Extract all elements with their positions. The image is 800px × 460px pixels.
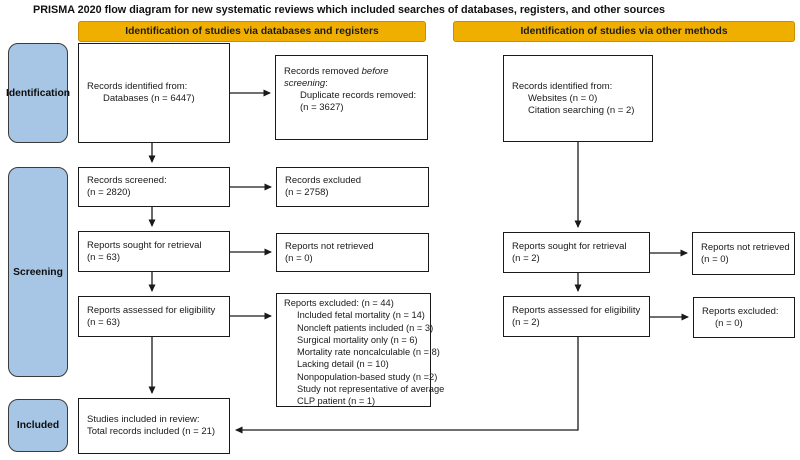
- box-line: Reports not retrieved: [285, 240, 374, 252]
- box-line: Studies included in review:: [87, 414, 200, 425]
- box-line: Websites (n = 0): [528, 92, 598, 104]
- box-line: Surgical mortality only (n = 6): [297, 334, 418, 345]
- box-line: Citation searching (n = 2): [528, 104, 635, 116]
- box-reports-not-retrieved-databases: Reports not retrieved (n = 0): [276, 233, 429, 272]
- records-removed-italic: before screening: [284, 66, 389, 89]
- box-line: Study not representative of average: [297, 384, 445, 395]
- box-line: (n = 2): [512, 252, 540, 264]
- box-line: Total records included (n = 21): [87, 426, 216, 437]
- box-line: Records removed before screening:: [284, 66, 423, 90]
- box-records-removed-before-screening: Records removed before screening: Duplic…: [275, 55, 428, 140]
- box-line: (n = 2820): [87, 187, 131, 198]
- box-reports-sought-databases: Reports sought for retrieval (n = 63): [78, 231, 230, 272]
- stage-identification: Identification: [5, 43, 71, 143]
- box-line: CLP patient (n = 1): [297, 396, 376, 407]
- box-reports-excluded-other: Reports excluded: (n = 0): [693, 297, 795, 338]
- box-line: (n = 63): [87, 316, 121, 328]
- box-records-identified-databases: Records identified from: Databases (n = …: [78, 43, 230, 143]
- records-removed-pre: Records removed: [284, 66, 362, 77]
- box-line: Records excluded: [285, 175, 362, 186]
- box-line: Reports assessed for eligibility: [87, 304, 216, 316]
- records-removed-post: :: [325, 78, 328, 89]
- box-records-identified-other: Records identified from: Websites (n = 0…: [503, 55, 653, 142]
- box-line: (n = 2): [512, 316, 540, 328]
- box-line: (n = 63): [87, 251, 121, 263]
- box-line: Reports not retrieved: [701, 241, 790, 253]
- box-line: Lacking detail (n = 10): [297, 359, 389, 370]
- stage-included-label: Included: [16, 420, 60, 431]
- header-databases-label: Identification of studies via databases …: [125, 26, 379, 37]
- box-reports-sought-other: Reports sought for retrieval (n = 2): [503, 232, 650, 273]
- box-line: (n = 0): [715, 317, 743, 329]
- box-line: Nonpopulation-based study (n =2): [297, 371, 438, 382]
- box-line: Records identified from:: [512, 80, 613, 92]
- header-other-label: Identification of studies via other meth…: [520, 26, 728, 37]
- box-reports-assessed-databases: Reports assessed for eligibility (n = 63…: [78, 296, 230, 337]
- box-line: Reports sought for retrieval: [512, 240, 627, 252]
- box-reports-assessed-other: Reports assessed for eligibility (n = 2): [503, 296, 650, 337]
- box-line: Noncleft patients included (n = 3): [297, 322, 434, 333]
- header-databases-registers: Identification of studies via databases …: [78, 21, 426, 42]
- box-line: (n = 0): [285, 252, 313, 264]
- box-line: Reports sought for retrieval: [87, 239, 202, 251]
- box-line: (n = 2758): [285, 187, 329, 198]
- box-reports-not-retrieved-other: Reports not retrieved (n = 0): [692, 232, 795, 275]
- box-records-screened: Records screened: (n = 2820): [78, 167, 230, 207]
- box-line: Mortality rate noncalculable (n = 8): [297, 347, 440, 358]
- box-line: Reports excluded:: [702, 305, 779, 317]
- box-reports-excluded-reasons: Reports excluded: (n = 44) Included feta…: [276, 293, 445, 407]
- box-line: Reports assessed for eligibility: [512, 304, 641, 316]
- box-records-excluded: Records excluded (n = 2758): [276, 167, 429, 207]
- box-line: (n = 0): [701, 253, 729, 265]
- box-line: Included fetal mortality (n = 14): [297, 310, 425, 321]
- stage-included: Included: [8, 399, 68, 452]
- stage-identification-label: Identification: [5, 87, 71, 99]
- box-line: Records screened:: [87, 175, 167, 186]
- box-line: Reports excluded: (n = 44): [284, 298, 394, 308]
- box-line: Records identified from:: [87, 81, 188, 92]
- box-line: Databases (n = 6447): [103, 93, 195, 104]
- box-line: Duplicate records removed:: [300, 90, 417, 101]
- box-line: (n = 3627): [300, 102, 344, 113]
- stage-screening-label: Screening: [13, 266, 63, 278]
- diagram-title: PRISMA 2020 flow diagram for new systema…: [33, 4, 666, 16]
- header-other-methods: Identification of studies via other meth…: [453, 21, 795, 42]
- box-studies-included: Studies included in review: Total record…: [78, 398, 230, 454]
- stage-screening: Screening: [8, 167, 68, 377]
